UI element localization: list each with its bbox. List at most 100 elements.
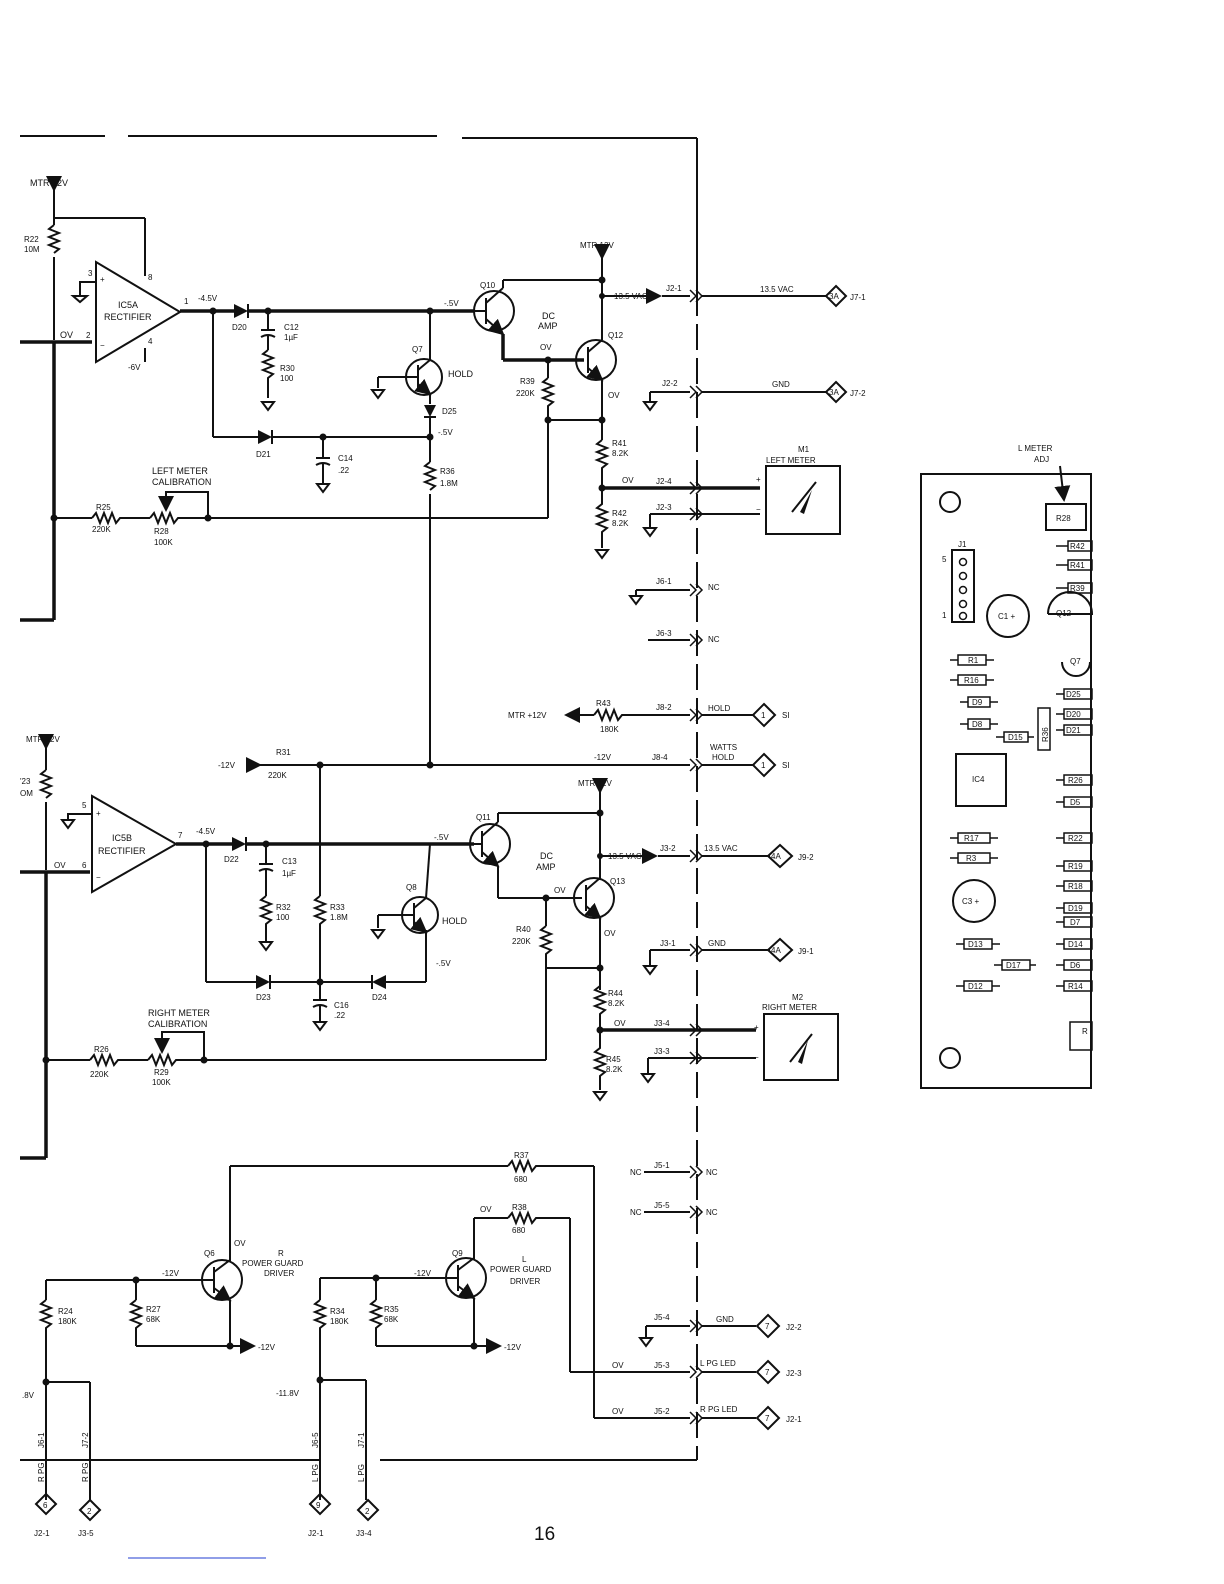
svg-text:HOLD: HOLD	[708, 704, 730, 713]
svg-text:DRIVER: DRIVER	[510, 1277, 540, 1286]
svg-text:−: −	[754, 1053, 759, 1062]
svg-text:C1 +: C1 +	[998, 612, 1015, 621]
svg-text:M1: M1	[798, 445, 810, 454]
svg-text:D8: D8	[972, 720, 983, 729]
power-guard: R37 680 OV Q6 R POWER GUARD DRIVER -12V …	[22, 1151, 595, 1538]
svg-text:WATTS: WATTS	[710, 743, 737, 752]
svg-text:680: 680	[512, 1226, 526, 1235]
svg-text:AMP: AMP	[538, 321, 558, 331]
svg-text:J5-3: J5-3	[654, 1361, 670, 1370]
svg-text:MTR 12V: MTR 12V	[26, 735, 60, 744]
svg-text:J3-5: J3-5	[78, 1529, 94, 1538]
svg-text:-12V: -12V	[594, 753, 612, 762]
svg-text:3: 3	[88, 269, 93, 278]
svg-text:POWER GUARD: POWER GUARD	[242, 1259, 304, 1268]
svg-text:R19: R19	[1068, 862, 1083, 871]
svg-text:D17: D17	[1006, 961, 1021, 970]
svg-text:-.5V: -.5V	[444, 299, 459, 308]
svg-text:RIGHT METER: RIGHT METER	[148, 1008, 210, 1018]
svg-text:R42: R42	[1070, 542, 1085, 551]
svg-text:J2-2: J2-2	[662, 379, 678, 388]
svg-text:-12V: -12V	[258, 1343, 276, 1352]
tag-3a	[824, 284, 848, 308]
svg-text:J3-4: J3-4	[356, 1529, 372, 1538]
svg-text:CALIBRATION: CALIBRATION	[148, 1019, 207, 1029]
svg-text:J6-1: J6-1	[37, 1432, 46, 1448]
svg-text:1: 1	[942, 611, 947, 620]
svg-text:68K: 68K	[146, 1315, 161, 1324]
svg-text:Q10: Q10	[480, 281, 496, 290]
svg-text:220K: 220K	[512, 937, 531, 946]
svg-text:180K: 180K	[58, 1317, 77, 1326]
svg-text:HOLD: HOLD	[442, 916, 468, 926]
svg-text:6: 6	[82, 861, 87, 870]
svg-text:-12V: -12V	[414, 1269, 432, 1278]
svg-text:Q9: Q9	[452, 1249, 463, 1258]
svg-text:R22: R22	[24, 235, 39, 244]
svg-text:5: 5	[82, 801, 87, 810]
svg-text:D12: D12	[968, 982, 983, 991]
svg-text:NC: NC	[706, 1208, 718, 1217]
svg-text:D13: D13	[968, 940, 983, 949]
svg-text:D22: D22	[224, 855, 239, 864]
svg-text:Q12: Q12	[1056, 609, 1072, 618]
svg-text:R: R	[278, 1249, 284, 1258]
svg-text:R43: R43	[596, 699, 611, 708]
svg-text:R1: R1	[968, 656, 979, 665]
svg-text:100: 100	[276, 913, 290, 922]
svg-text:D19: D19	[1068, 904, 1083, 913]
svg-text:R16: R16	[964, 676, 979, 685]
svg-text:-4.5V: -4.5V	[198, 294, 218, 303]
svg-text:C3 +: C3 +	[962, 897, 979, 906]
svg-text:OV: OV	[234, 1239, 246, 1248]
svg-text:R33: R33	[330, 903, 345, 912]
svg-text:-6V: -6V	[128, 363, 141, 372]
svg-text:R36: R36	[440, 467, 455, 476]
svg-text:-11.8V: -11.8V	[276, 1389, 300, 1398]
svg-text:4A: 4A	[771, 852, 781, 861]
svg-text:10M: 10M	[24, 245, 40, 254]
svg-text:R35: R35	[384, 1305, 399, 1314]
svg-text:R: R	[1082, 1027, 1088, 1036]
svg-text:R3: R3	[966, 854, 977, 863]
svg-text:J8-4: J8-4	[652, 753, 668, 762]
right-channel: MTR 12V '23 OM OV 6 + − IC5B RECTIFIER 5…	[20, 734, 756, 1160]
svg-text:Q6: Q6	[204, 1249, 215, 1258]
svg-text:R36: R36	[1041, 727, 1050, 742]
svg-text:100K: 100K	[154, 538, 173, 547]
svg-text:SI: SI	[782, 761, 790, 770]
svg-text:OV: OV	[60, 330, 73, 340]
svg-text:R PG: R PG	[37, 1462, 46, 1482]
svg-text:−: −	[96, 873, 101, 882]
svg-text:3A: 3A	[829, 292, 839, 301]
svg-text:R37: R37	[514, 1151, 529, 1160]
svg-text:R26: R26	[94, 1045, 109, 1054]
svg-text:D21: D21	[256, 450, 271, 459]
svg-text:180K: 180K	[600, 725, 619, 734]
left-meter	[765, 465, 841, 535]
svg-text:L PG: L PG	[357, 1464, 366, 1482]
svg-text:220K: 220K	[268, 771, 287, 780]
svg-text:J6-5: J6-5	[311, 1432, 320, 1448]
svg-text:D9: D9	[972, 698, 983, 707]
svg-text:OV: OV	[614, 1019, 626, 1028]
svg-text:J9-1: J9-1	[798, 947, 814, 956]
svg-text:NC: NC	[708, 583, 720, 592]
svg-text:1µF: 1µF	[282, 869, 296, 878]
svg-text:+: +	[756, 475, 761, 484]
svg-text:J7-1: J7-1	[850, 293, 866, 302]
svg-text:J8-2: J8-2	[656, 703, 672, 712]
svg-text:+: +	[96, 809, 101, 818]
svg-text:68K: 68K	[384, 1315, 399, 1324]
svg-text:3A: 3A	[829, 388, 839, 397]
svg-text:.22: .22	[334, 1011, 346, 1020]
svg-text:RECTIFIER: RECTIFIER	[104, 312, 152, 322]
svg-text:-12V: -12V	[218, 761, 236, 770]
svg-text:2: 2	[86, 331, 91, 340]
svg-text:D24: D24	[372, 993, 387, 1002]
svg-text:OV: OV	[54, 861, 66, 870]
svg-text:R28: R28	[1056, 514, 1071, 523]
svg-text:J3-4: J3-4	[654, 1019, 670, 1028]
svg-text:R39: R39	[1070, 584, 1085, 593]
svg-text:220K: 220K	[516, 389, 535, 398]
